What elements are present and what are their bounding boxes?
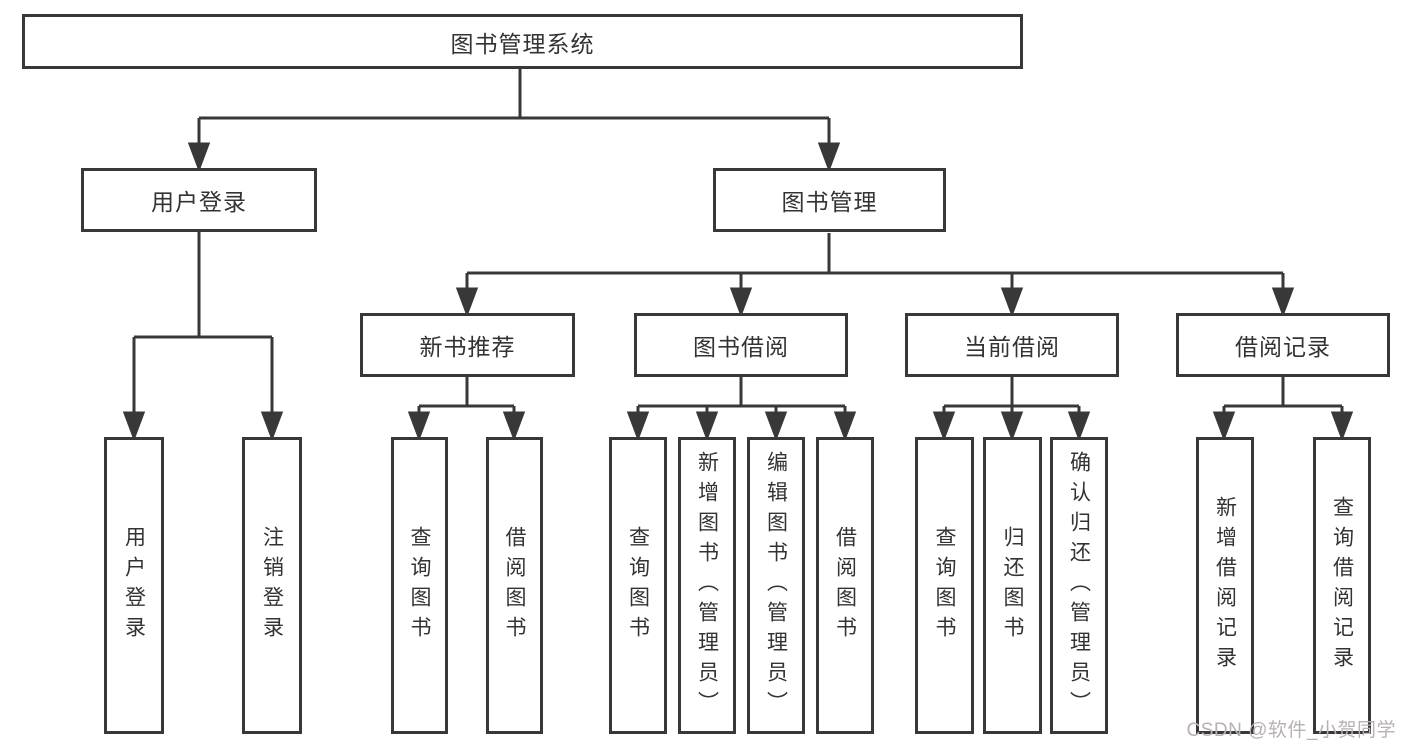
csdn-watermark: CSDN @软件_小贺同学 [1186,720,1396,741]
node-current-borrow: 当前借阅 [905,313,1119,377]
leaf-user-login: 用户登录 [104,437,164,734]
leaf-add-books-admin: 新增图书（管理员） [678,437,736,734]
leaf-query-borrow-record-label: 查询借阅记录 [1330,495,1354,676]
node-book-management-label: 图书管理 [781,189,878,215]
connector-root-to-level2 [187,69,841,173]
node-book-borrow-label: 图书借阅 [693,334,789,360]
node-library-system-label: 图书管理系统 [450,30,595,57]
leaf-edit-books-admin-label: 编辑图书（管理员） [764,450,788,721]
leaf-borrow-books-recommend-label: 借阅图书 [503,525,526,646]
leaf-query-books-borrow: 查询图书 [609,437,667,734]
leaf-edit-books-admin: 编辑图书（管理员） [747,437,805,734]
node-book-management: 图书管理 [713,168,946,232]
node-borrow-record: 借阅记录 [1176,313,1390,377]
leaf-confirm-return-admin: 确认归还（管理员） [1050,437,1108,734]
node-new-book-recommend: 新书推荐 [360,313,575,377]
connector-bookborrow-to-leaves [626,377,857,442]
connector-login-to-leaves [122,232,284,442]
leaf-add-borrow-record-label: 新增借阅记录 [1213,495,1237,676]
leaf-query-books-recommend-label: 查询图书 [408,525,431,646]
leaf-add-borrow-record: 新增借阅记录 [1196,437,1254,734]
node-library-system: 图书管理系统 [22,14,1023,69]
leaf-borrow-books: 借阅图书 [816,437,874,734]
leaf-query-books-current-label: 查询图书 [933,525,956,646]
leaf-confirm-return-admin-label: 确认归还（管理员） [1067,450,1091,721]
node-borrow-record-label: 借阅记录 [1235,334,1331,360]
node-new-book-recommend-label: 新书推荐 [419,334,516,360]
node-user-login-label: 用户登录 [151,189,247,215]
leaf-logout: 注销登录 [242,437,302,734]
leaf-return-books: 归还图书 [983,437,1042,734]
leaf-borrow-books-label: 借阅图书 [833,525,857,646]
leaf-query-books-borrow-label: 查询图书 [626,525,650,646]
node-current-borrow-label: 当前借阅 [964,334,1060,360]
leaf-borrow-books-recommend: 借阅图书 [486,437,543,734]
leaf-logout-label: 注销登录 [260,525,284,646]
leaf-query-books-current: 查询图书 [915,437,974,734]
connector-borrowrecord-to-leaves [1212,377,1354,442]
leaf-add-books-admin-label: 新增图书（管理员） [695,450,719,721]
node-user-login: 用户登录 [81,168,317,232]
leaf-query-borrow-record: 查询借阅记录 [1313,437,1371,734]
leaf-query-books-recommend: 查询图书 [391,437,448,734]
leaf-user-login-label: 用户登录 [122,525,146,646]
connector-bookmgmt-to-level3 [455,233,1295,318]
leaf-return-books-label: 归还图书 [1001,525,1024,646]
connector-newbook-to-leaves [407,377,526,442]
connector-currentborrow-to-leaves [932,377,1091,442]
node-book-borrow: 图书借阅 [634,313,848,377]
